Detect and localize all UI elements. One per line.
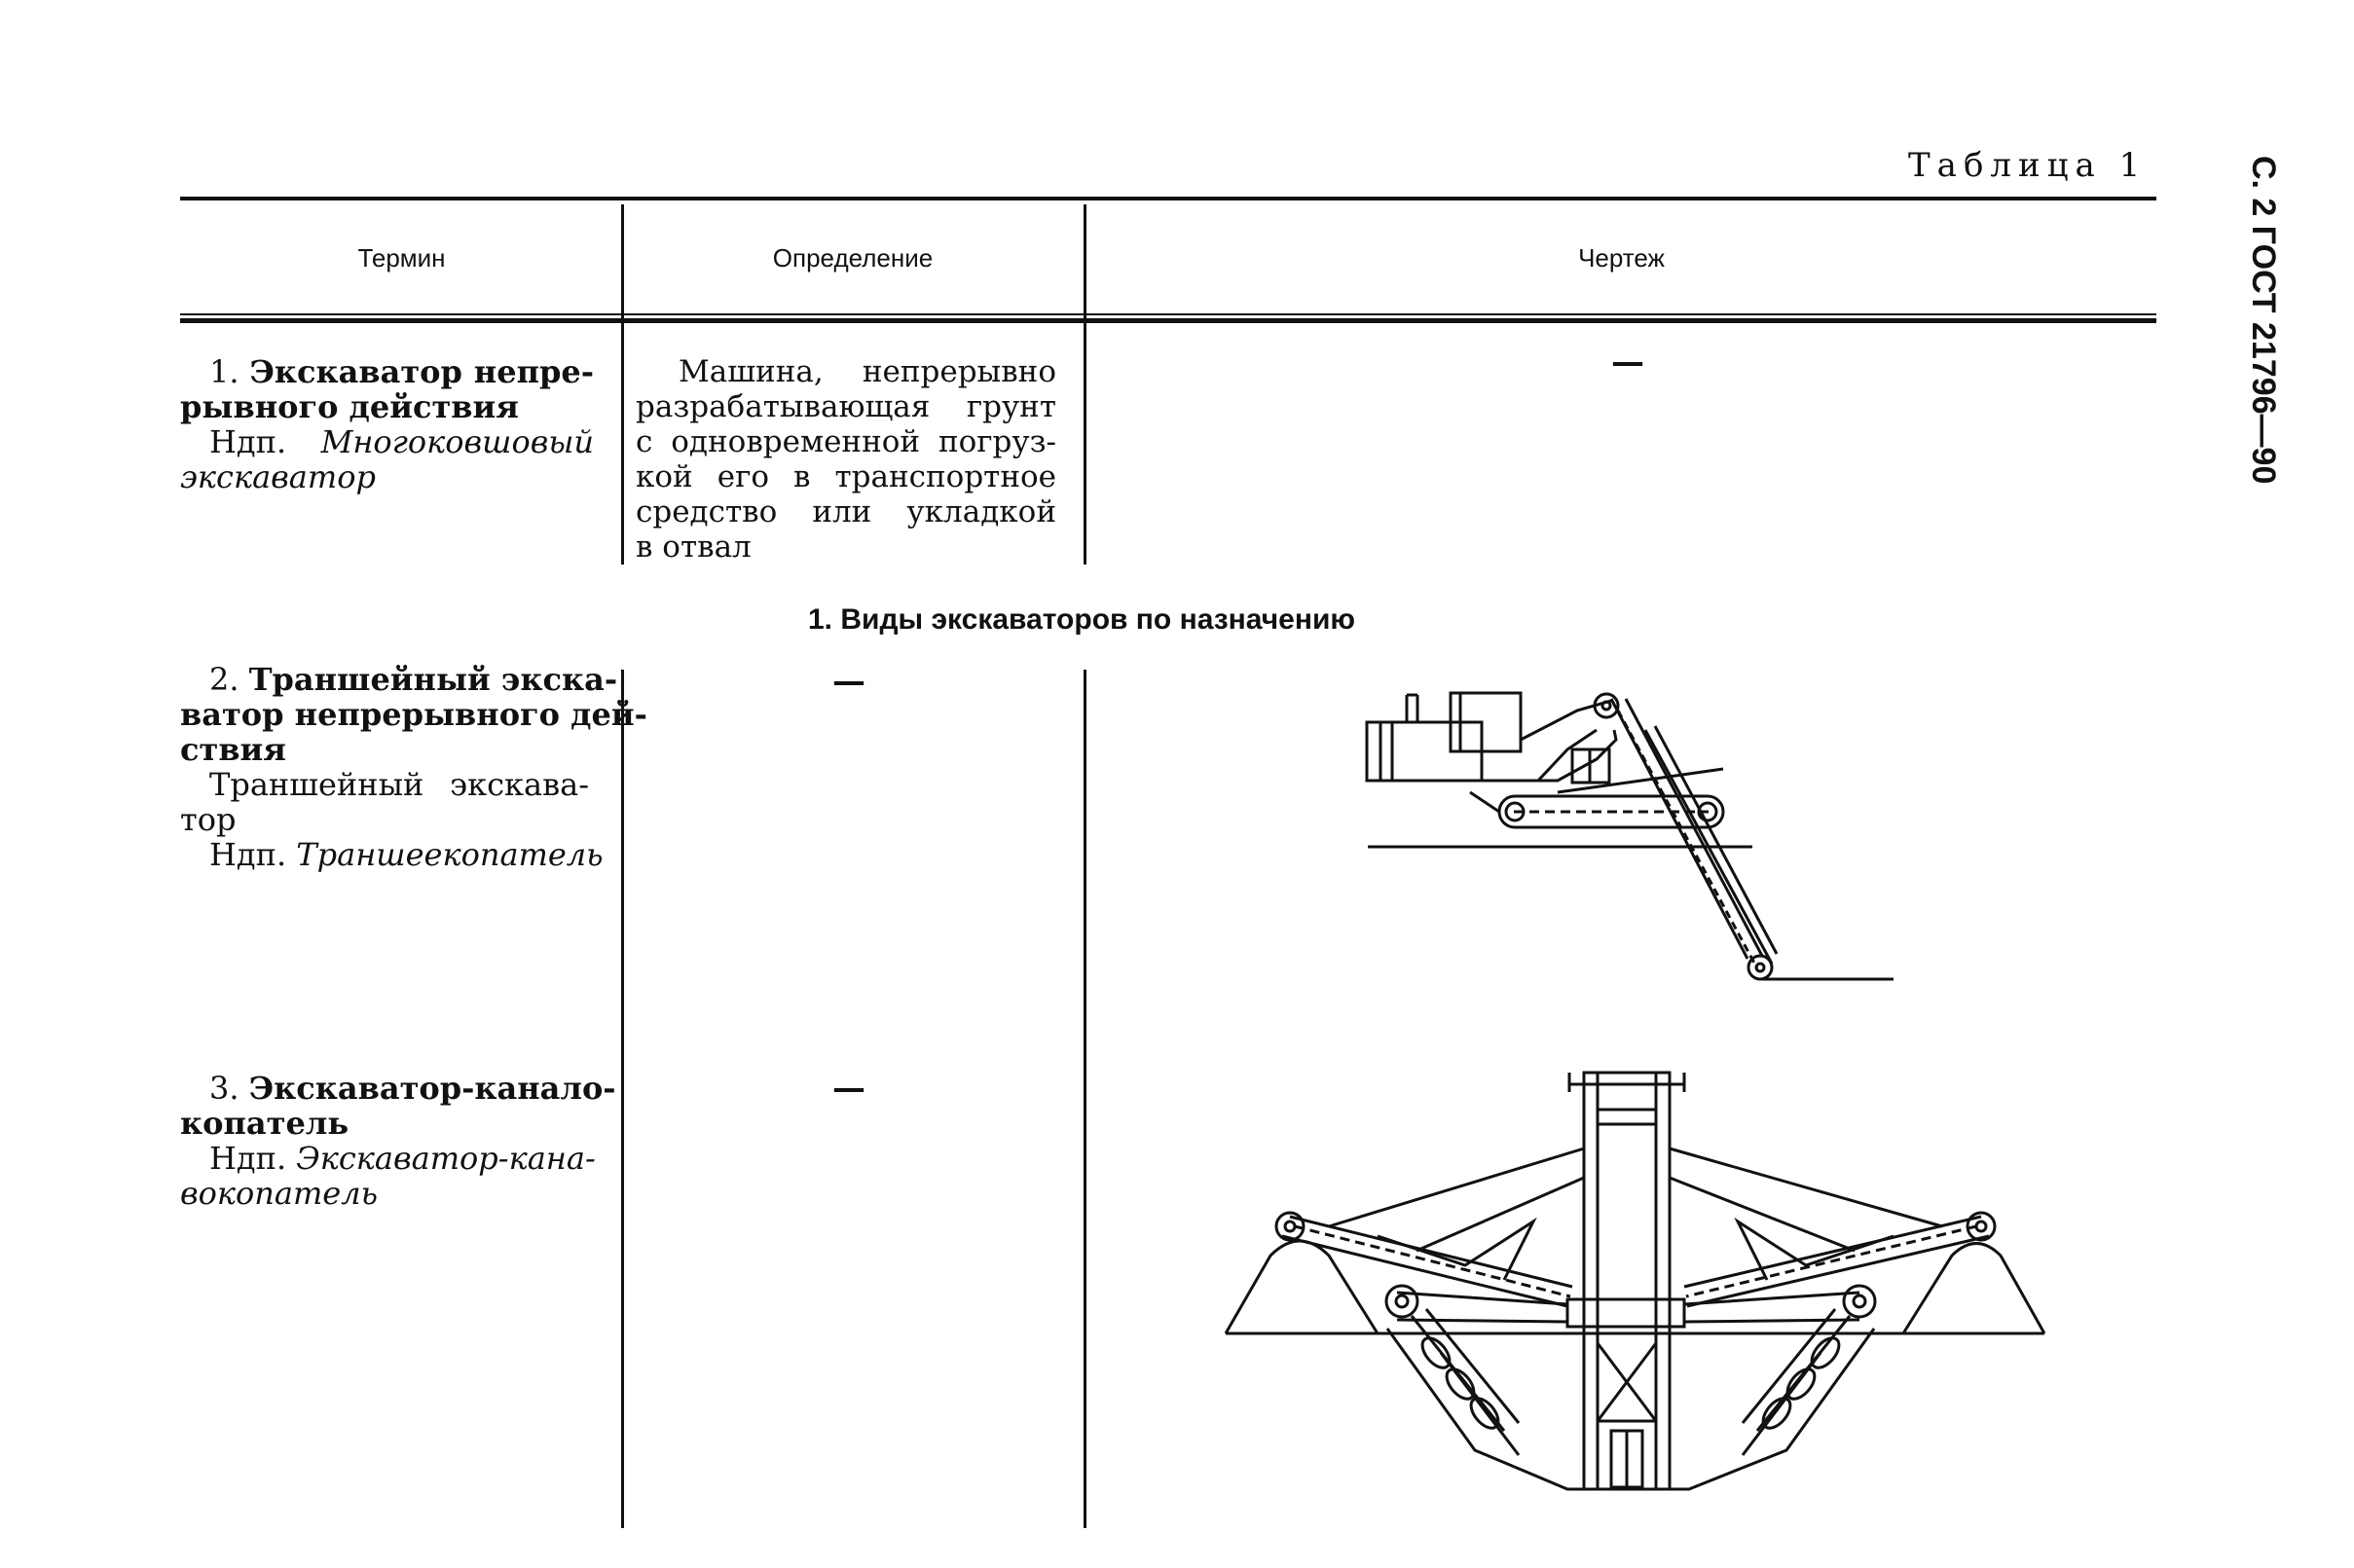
row-1-term-line-2: рывного действия [180, 388, 519, 425]
row-2-ndp-prefix: Ндп. [209, 836, 287, 873]
drawing-engine-cab [1365, 691, 1523, 783]
row-3-term-line-2: копатель [180, 1105, 349, 1142]
header-bottom-rule-thick [180, 318, 2156, 323]
row-3-term-line-1: Экскаватор-канало- [248, 1070, 616, 1107]
column-divider-1-lower [621, 670, 624, 1528]
header-term: Термин [357, 243, 446, 273]
row-1-def-line-3: с одновременной погруз- [636, 424, 1056, 459]
row-2-number: 2. [209, 661, 239, 698]
header-drawing: Чертеж [1578, 243, 1665, 273]
row-2-term-line-2: ватор непрерывного дей- [180, 696, 647, 733]
drawing-bucket-chains [1410, 1308, 1852, 1432]
table-row-3-term: 3. Экскаватор-канало- копатель Ндп. Экск… [180, 1070, 616, 1212]
trench-excavator-drawing [1365, 691, 1894, 981]
row-1-def-line-6: в отвал [636, 529, 752, 565]
table-row-1-definition: Машина, непрерывно разрабатывающая грунт… [636, 354, 1056, 565]
header-definition: Определение [772, 243, 934, 273]
column-divider-1 [621, 204, 624, 565]
drawing-tracks [1469, 767, 1725, 829]
table-row-2-term: 2. Траншейный экска- ватор непрерывного … [180, 661, 647, 873]
row-2-synonym-line-1: Траншейный экскава- [209, 766, 589, 803]
row-1-ndp-line-2: экскаватор [180, 458, 376, 495]
row-2-term-line-3: ствия [180, 731, 286, 768]
table-top-rule [180, 197, 2156, 201]
row-1-ndp-line-1: Многоковшовый [320, 423, 594, 460]
row-2-synonym-line-2: тор [180, 801, 237, 838]
row-3-number: 3. [209, 1070, 239, 1107]
row-3-ndp-line-1: Экскаватор-кана- [296, 1140, 596, 1177]
row-3-definition-dash: — [832, 1069, 865, 1108]
column-divider-2 [1084, 204, 1086, 565]
row-1-def-line-1: Машина, непрерывно [679, 354, 1056, 389]
drawing-digging-boom [1609, 698, 1779, 981]
page-side-label: С. 2 ГОСТ 21796—90 [2245, 156, 2282, 485]
row-1-drawing-dash: — [1611, 343, 1644, 382]
row-2-term-line-1: Траншейный экска- [248, 661, 618, 698]
drawing-ground-line [1368, 845, 1894, 981]
drawing-mast [1567, 1071, 1686, 1491]
row-1-def-line-5: средство или укладкой [636, 494, 1056, 529]
drawing-spoil-banks [1224, 1239, 2046, 1335]
row-2-ndp-line-1: Траншеекопатель [296, 836, 604, 873]
row-1-ndp-prefix: Ндп. [209, 423, 287, 460]
table-caption: Таблица 1 [1908, 146, 2148, 185]
drawing-crossbeam [1384, 1284, 1877, 1329]
column-divider-2-lower [1084, 670, 1086, 1528]
row-1-term-line-1: Экскаватор непре- [249, 353, 594, 390]
table-row-1-term: 1. Экскаватор непре- рывного действия Нд… [180, 354, 594, 494]
canal-excavator-drawing [1224, 1071, 2046, 1491]
row-2-definition-dash: — [832, 662, 865, 701]
section-title: 1. Виды экскаваторов по назначению [808, 603, 1356, 636]
row-1-def-line-2: разрабатывающая грунт [636, 389, 1056, 424]
row-1-def-line-4: кой его в транспортное [636, 459, 1056, 494]
header-bottom-rule [180, 313, 2156, 315]
drawing-conveyor-booms [1274, 1147, 1997, 1308]
row-3-ndp-prefix: Ндп. [209, 1140, 287, 1177]
drawing-frame [1367, 692, 1620, 784]
row-3-ndp-line-2: вокопатель [180, 1175, 379, 1212]
row-1-number: 1. [209, 353, 239, 390]
